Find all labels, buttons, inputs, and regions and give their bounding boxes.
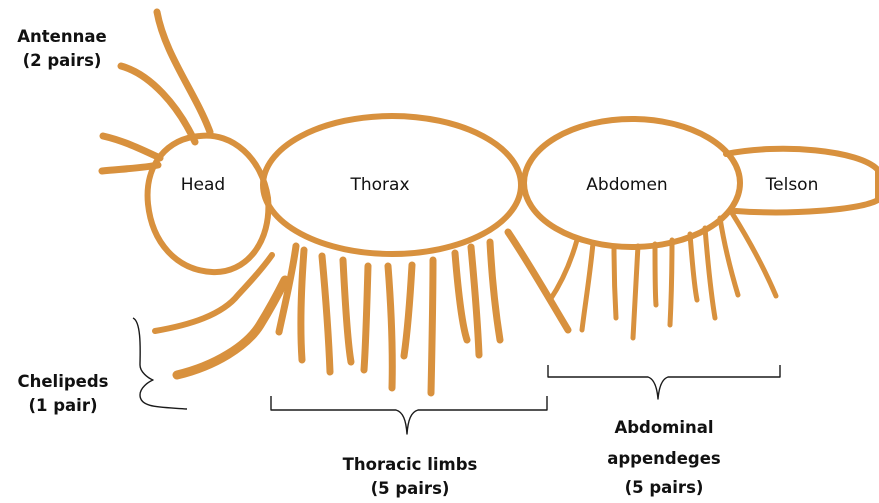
chelipeds-count: (1 pair) xyxy=(28,396,97,415)
thoracic-limb xyxy=(455,253,467,340)
abdominal-appendage xyxy=(690,234,697,300)
thorax-label: Thorax xyxy=(349,175,409,195)
abdominal-appendage xyxy=(705,228,715,318)
abdominal-appendage xyxy=(582,243,593,330)
telson-label: Telson xyxy=(765,175,819,195)
thoracic-bracket xyxy=(271,396,547,434)
antennae xyxy=(102,12,210,171)
abdominal-appendage xyxy=(732,213,776,296)
antennae-count: (2 pairs) xyxy=(23,51,102,70)
thoracic-limb xyxy=(388,266,392,388)
thoracic-limbs-count: (5 pairs) xyxy=(371,479,450,498)
thoracic-limb xyxy=(490,242,500,340)
chelipeds-label: Chelipeds xyxy=(18,372,109,391)
thoracic-limb xyxy=(322,256,330,372)
thoracic-limb xyxy=(301,250,304,360)
thoracic-limb xyxy=(404,265,412,356)
antenna-short-1 xyxy=(103,136,160,158)
head-segment xyxy=(148,136,269,272)
abdominal-appendages-label-2: appendeges xyxy=(607,449,721,468)
abdominal-appendage xyxy=(550,240,577,300)
abdominal-appendage xyxy=(720,218,738,295)
abdominal-bracket xyxy=(548,365,780,399)
abdominal-appendages-count: (5 pairs) xyxy=(625,478,704,497)
abdominal-appendage xyxy=(670,240,672,325)
abdominal-appendage xyxy=(614,246,616,318)
abdominal-appendages-label-1: Abdominal xyxy=(614,418,713,437)
abdomen-label: Abdomen xyxy=(586,175,667,195)
thoracic-limb xyxy=(364,266,368,370)
abdominal-appendage xyxy=(655,244,656,305)
head-label: Head xyxy=(181,175,225,195)
thoracic-limb xyxy=(431,260,433,393)
cheliped-2 xyxy=(177,280,285,375)
thoracic-limb xyxy=(471,247,479,355)
thoracic-limb xyxy=(343,260,351,362)
thoracic-limbs xyxy=(279,232,568,393)
cheliped-1 xyxy=(155,255,272,331)
abdominal-appendages xyxy=(550,213,776,338)
abdominal-appendage xyxy=(633,246,638,338)
thoracic-limbs-label: Thoracic limbs xyxy=(343,455,478,474)
antennae-label: Antennae xyxy=(17,27,106,46)
